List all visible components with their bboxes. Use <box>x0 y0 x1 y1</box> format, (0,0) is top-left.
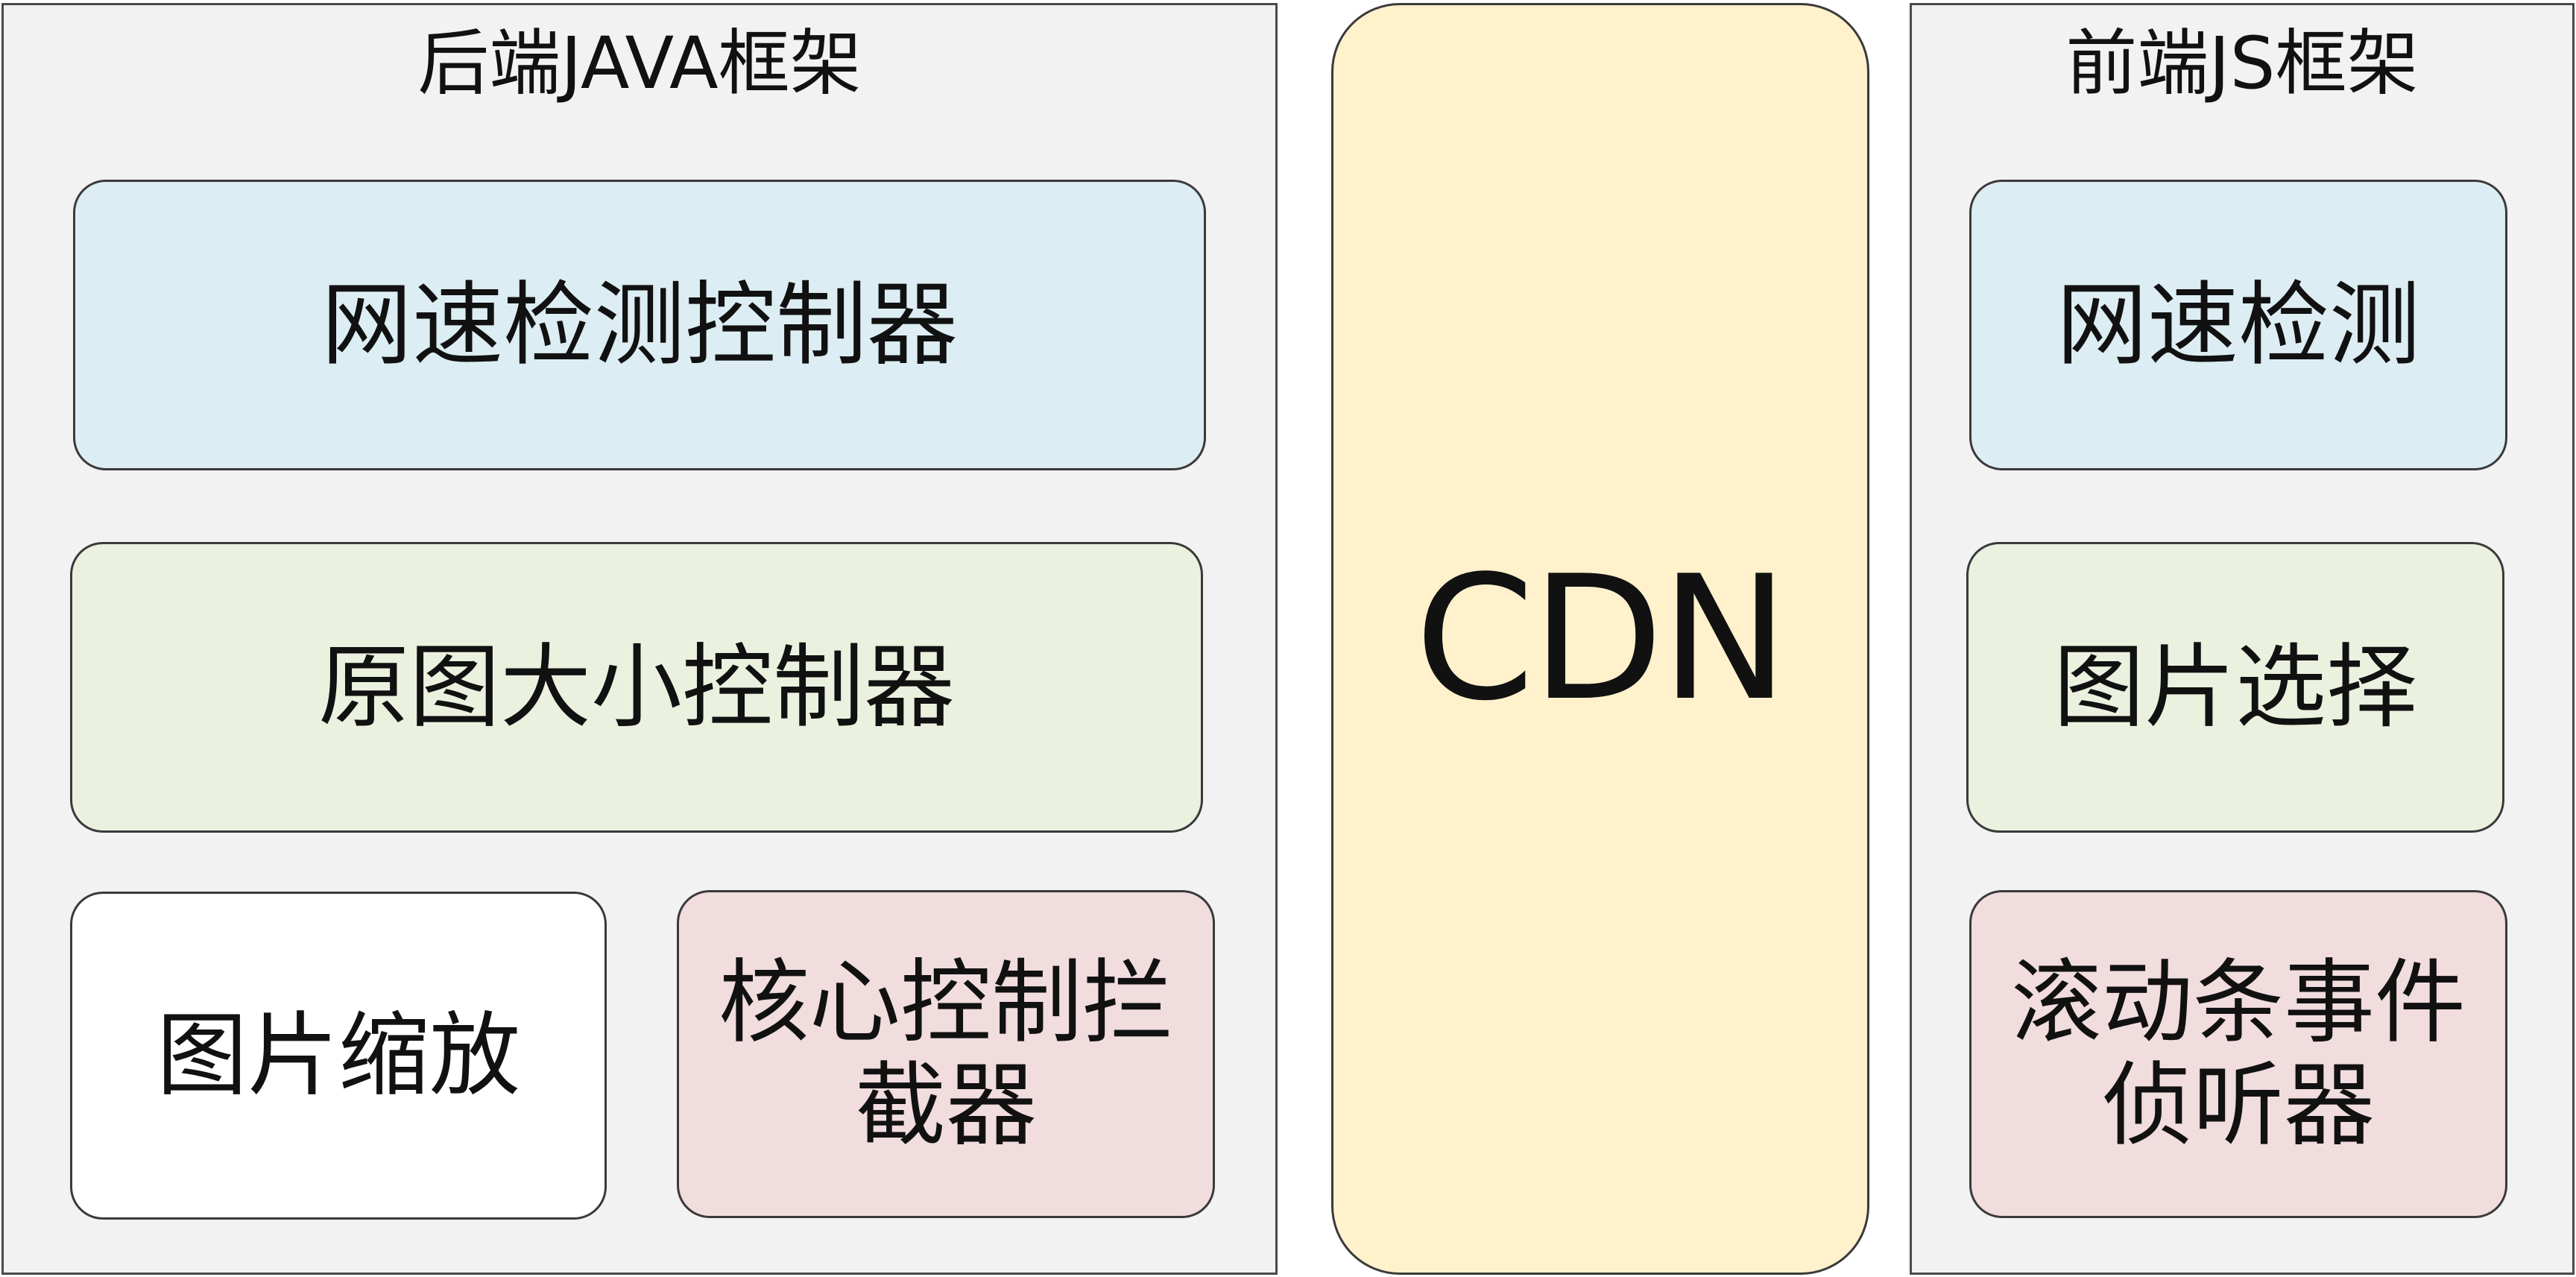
speed-detect-box: 网速检测 <box>1969 180 2507 470</box>
frontend-panel-title: 前端JS框架 <box>2065 22 2419 105</box>
speed-controller-box: 网速检测控制器 <box>73 180 1206 470</box>
original-size-controller-box: 原图大小控制器 <box>70 542 1203 833</box>
backend-panel-title: 后端JAVA框架 <box>417 22 862 105</box>
image-select-box: 图片选择 <box>1966 542 2504 833</box>
image-zoom-box: 图片缩放 <box>70 892 607 1220</box>
scroll-listener-box: 滚动条事件 侦听器 <box>1969 890 2507 1218</box>
cdn-box: CDN <box>1331 3 1869 1275</box>
core-interceptor-box: 核心控制拦 截器 <box>677 890 1215 1218</box>
